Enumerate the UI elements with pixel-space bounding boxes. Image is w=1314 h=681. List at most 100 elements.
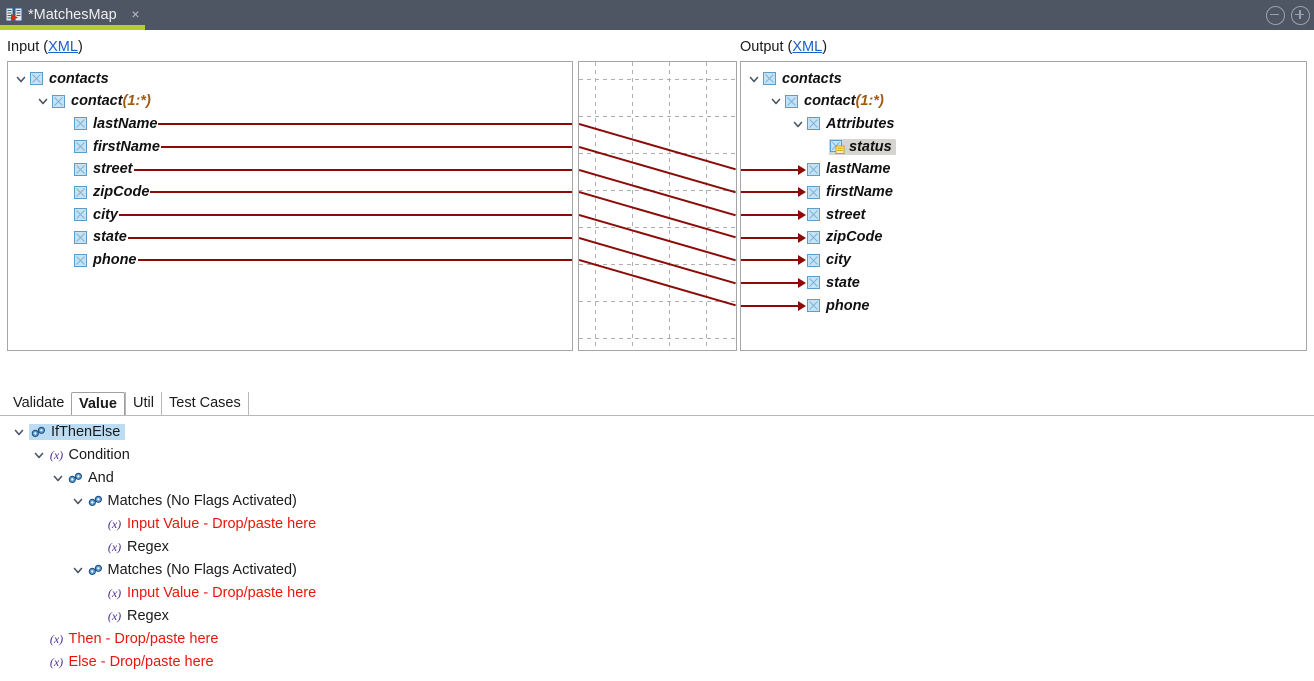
tab-validate[interactable]: Validate xyxy=(13,395,65,411)
tree-node-attributes[interactable]: Attributes xyxy=(741,112,894,135)
output-tree-panel[interactable]: contacts contact (1:*) Attributes status las… xyxy=(740,61,1307,351)
tree-node-street[interactable]: street xyxy=(8,158,133,181)
output-label-text: Output ( xyxy=(740,39,793,55)
tree-node-content: contacts xyxy=(763,71,842,87)
tree-node-lastname[interactable]: lastName xyxy=(8,112,157,135)
mapping-line-stub xyxy=(161,145,572,148)
mapping-line-stub xyxy=(741,259,798,262)
tree-node-label: city xyxy=(93,206,118,223)
chevron-down-icon[interactable] xyxy=(32,448,46,462)
value-tree-node[interactable]: Matches (No Flags Activated) xyxy=(0,489,297,512)
tree-node-label: phone xyxy=(826,297,870,314)
close-icon[interactable]: × xyxy=(131,6,140,22)
xml-element-icon xyxy=(807,276,820,290)
grid-line xyxy=(579,301,736,302)
tree-node-city[interactable]: city xyxy=(741,249,851,272)
tree-node-phone[interactable]: phone xyxy=(8,249,137,272)
chevron-down-icon[interactable] xyxy=(747,72,761,86)
value-tree-node[interactable]: (x)Then - Drop/paste here xyxy=(0,627,218,650)
xml-element-icon xyxy=(74,140,87,154)
tree-node-content: contact (1:*) xyxy=(52,93,151,109)
variable-icon: (x) xyxy=(107,517,122,531)
grid-line xyxy=(579,153,736,154)
input-xml-link[interactable]: XML xyxy=(48,39,78,55)
tree-node-firstname[interactable]: firstName xyxy=(8,135,160,158)
value-tree-node[interactable]: Matches (No Flags Activated) xyxy=(0,558,297,581)
tree-node-label: status xyxy=(849,138,892,155)
chevron-down-icon[interactable] xyxy=(12,425,26,439)
mapping-line-stub xyxy=(128,236,572,239)
value-tree-node[interactable]: IfThenElse xyxy=(0,420,126,443)
value-tree-node[interactable]: (x)Else - Drop/paste here xyxy=(0,650,213,673)
mapping-line-stub xyxy=(150,191,572,194)
chevron-down-icon[interactable] xyxy=(791,117,805,131)
mapping-grid-panel[interactable] xyxy=(578,61,737,351)
mapping-arrowhead-icon xyxy=(798,232,806,243)
input-label-suffix: ) xyxy=(77,39,83,55)
chevron-down-icon[interactable] xyxy=(769,94,783,108)
tree-node-city[interactable]: city xyxy=(8,203,118,226)
value-tree-node[interactable]: (x)Condition xyxy=(0,443,130,466)
value-tree-node[interactable]: (x) Input Value - Drop/paste here xyxy=(0,512,316,535)
value-node-label: Matches (No Flags Activated) xyxy=(107,561,297,578)
window-buttons xyxy=(1266,4,1310,26)
mapping-arrowhead-icon xyxy=(798,187,806,198)
value-node-content: (x)Then - Drop/paste here xyxy=(49,631,218,647)
tab-test-cases[interactable]: Test Cases xyxy=(161,392,248,415)
maximize-button[interactable] xyxy=(1291,5,1310,25)
chevron-down-icon[interactable] xyxy=(71,494,85,508)
tree-node-phone[interactable]: phone xyxy=(741,294,870,317)
tree-node-content: street xyxy=(807,207,866,223)
mapping-connector-line[interactable] xyxy=(579,191,736,239)
tree-node-state[interactable]: state xyxy=(8,226,127,249)
mapping-connector-line[interactable] xyxy=(579,214,736,262)
grid-line xyxy=(579,116,736,117)
value-node-label: IfThenElse xyxy=(51,423,121,440)
tree-node-lastname[interactable]: lastName xyxy=(741,158,890,181)
tree-node-contact[interactable]: contact (1:*) xyxy=(741,90,884,113)
tab-value[interactable]: Value xyxy=(71,392,125,415)
svg-text:(x): (x) xyxy=(108,517,121,531)
svg-text:(x): (x) xyxy=(108,540,121,554)
tree-node-label: contact xyxy=(71,93,123,110)
value-tree-node[interactable]: And xyxy=(0,466,114,489)
value-node-content: Matches (No Flags Activated) xyxy=(88,493,297,509)
value-tree-node[interactable]: (x)Input Value - Drop/paste here xyxy=(0,581,316,604)
xml-element-icon xyxy=(807,299,820,312)
chevron-down-icon[interactable] xyxy=(14,72,28,86)
value-node-content: IfThenElse xyxy=(29,423,126,440)
tab-util[interactable]: Util xyxy=(125,392,161,415)
function-node-icon xyxy=(88,494,103,508)
tree-node-contact[interactable]: contact (1:*) xyxy=(8,90,151,113)
tree-node-label: lastName xyxy=(93,115,158,132)
tree-node-contacts[interactable]: contacts xyxy=(8,67,109,90)
tree-node-firstname[interactable]: firstName xyxy=(741,181,893,204)
tree-node-status[interactable]: status xyxy=(741,135,896,158)
value-node-label: Regex xyxy=(127,538,169,555)
tree-node-content: Attributes xyxy=(807,116,894,132)
value-node-label: Matches (No Flags Activated) xyxy=(107,492,297,509)
value-node-content: (x)Else - Drop/paste here xyxy=(49,654,213,670)
mapping-connector-line[interactable] xyxy=(579,236,736,285)
output-xml-link[interactable]: XML xyxy=(792,39,823,55)
chevron-down-icon[interactable] xyxy=(51,471,65,485)
value-tree-node[interactable]: (x) Regex xyxy=(0,535,169,558)
mapping-connector-line[interactable] xyxy=(579,123,736,171)
chevron-down-icon[interactable] xyxy=(36,94,50,108)
tree-node-label: lastName xyxy=(826,161,891,178)
value-node-label: Input Value - Drop/paste here xyxy=(127,515,317,532)
tree-node-zipcode[interactable]: zipCode xyxy=(741,226,882,249)
tabstrip-divider xyxy=(0,415,1314,416)
value-tree-node[interactable]: (x)Regex xyxy=(0,604,169,627)
function-node-icon xyxy=(68,471,83,485)
tree-node-state[interactable]: state xyxy=(741,271,860,294)
tree-node-street[interactable]: street xyxy=(741,203,866,226)
mapping-connector-line[interactable] xyxy=(579,259,736,307)
tree-node-contacts[interactable]: contacts xyxy=(741,67,842,90)
minimize-button[interactable] xyxy=(1266,5,1285,25)
mapping-connector-line[interactable] xyxy=(579,168,736,217)
chevron-down-icon[interactable] xyxy=(71,563,85,577)
tree-node-zipcode[interactable]: zipCode xyxy=(8,181,149,204)
